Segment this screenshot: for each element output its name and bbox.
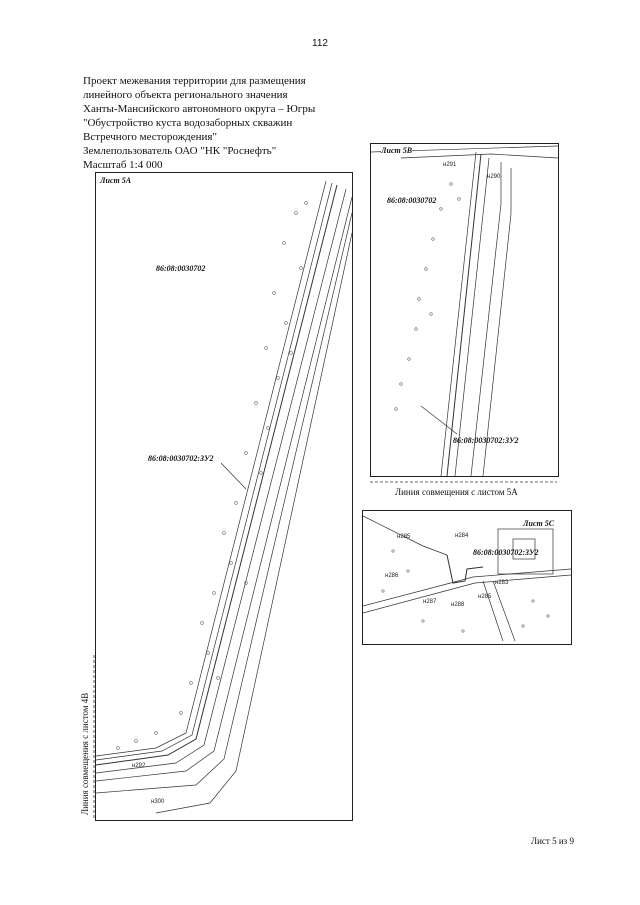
point-label: н291 [443, 162, 457, 168]
point-label: н290 [487, 174, 501, 180]
header-line: Встречного месторождения" [83, 131, 217, 143]
sheet-5b-join-caption: Линия совмещения с листом 5А [395, 487, 518, 497]
leader-line [420, 405, 458, 435]
plot-number: 86:08:0030702:ЗУ2 [473, 548, 539, 557]
sheet-title: Лист 5С [523, 519, 555, 528]
document-header: Проект межевания территории для размещен… [83, 74, 403, 172]
road-edge [96, 180, 327, 757]
plot-boundary [96, 184, 338, 766]
road-edge [470, 162, 502, 476]
header-line: "Обустройство куста водозаборных скважин [83, 117, 293, 129]
point-label: н284 [455, 533, 469, 539]
road-edge [482, 168, 512, 476]
sheet-5a-join-caption: Линия совмещения с листом 4В [80, 692, 90, 815]
map-sheet-5a: Лист 5А 86:08:0030702 86:08:0030702:ЗУ2 … [95, 172, 353, 821]
header-line: Масштаб 1:4 000 [83, 159, 163, 171]
header-line: Ханты-Мансийского автономного округа – Ю… [83, 103, 316, 115]
road-edge [155, 232, 352, 814]
plot-number: 86:08:0030702:ЗУ2 [453, 436, 519, 445]
point-label: н287 [423, 599, 437, 605]
road-edge [96, 188, 347, 774]
sheet-5b-join-line [370, 481, 557, 483]
header-line: Проект межевания территории для размещен… [83, 75, 306, 87]
road-edge [482, 580, 504, 642]
plot-number: 86:08:0030702:ЗУ2 [148, 454, 214, 463]
sheet-title: Лист 5В [381, 146, 413, 155]
point-label: н286 [385, 573, 399, 579]
road-edge [96, 196, 352, 782]
road-edge [440, 151, 477, 476]
leader-line [220, 462, 247, 490]
map-sheet-5b-drawing [371, 145, 558, 476]
point-label: н285 [397, 534, 411, 540]
road-edge [96, 182, 333, 761]
sheet-title: Лист 5А [100, 176, 132, 185]
point-label: н292 [132, 763, 146, 769]
point-label: н288 [451, 602, 465, 608]
building [497, 528, 554, 575]
road-edge [454, 157, 490, 476]
building [512, 538, 536, 560]
road-edge [363, 515, 448, 556]
road-edge [363, 574, 571, 614]
map-sheet-5a-drawing [96, 180, 352, 814]
road-edge [363, 568, 571, 607]
header-line: линейного объекта регионального значения [83, 89, 288, 101]
point-label: н300 [151, 799, 165, 805]
road-edge [400, 153, 558, 159]
map-sheet-5c-drawing [363, 515, 571, 642]
page-footer: Лист 5 из 9 [531, 836, 574, 846]
parcel-number: 86:08:0030702 [156, 264, 206, 273]
map-sheet-5c: Лист 5С н285 н284 86:08:0030702:ЗУ2 н286… [362, 510, 572, 645]
plot-boundary [446, 554, 484, 584]
sheet-5a-join-line [93, 655, 95, 820]
page-number: 112 [312, 38, 328, 49]
road-edge [96, 212, 352, 794]
point-label: н285 [478, 594, 492, 600]
header-line: Землепользователь ОАО "НК "Роснефть" [83, 145, 277, 157]
point-label: н283 [495, 580, 509, 586]
road-edge [492, 580, 516, 642]
parcel-number: 86:08:0030702 [387, 196, 437, 205]
map-sheet-5b: Лист 5В н291 н290 86:08:0030702 86:08:00… [370, 143, 559, 477]
plot-boundary [446, 153, 482, 476]
